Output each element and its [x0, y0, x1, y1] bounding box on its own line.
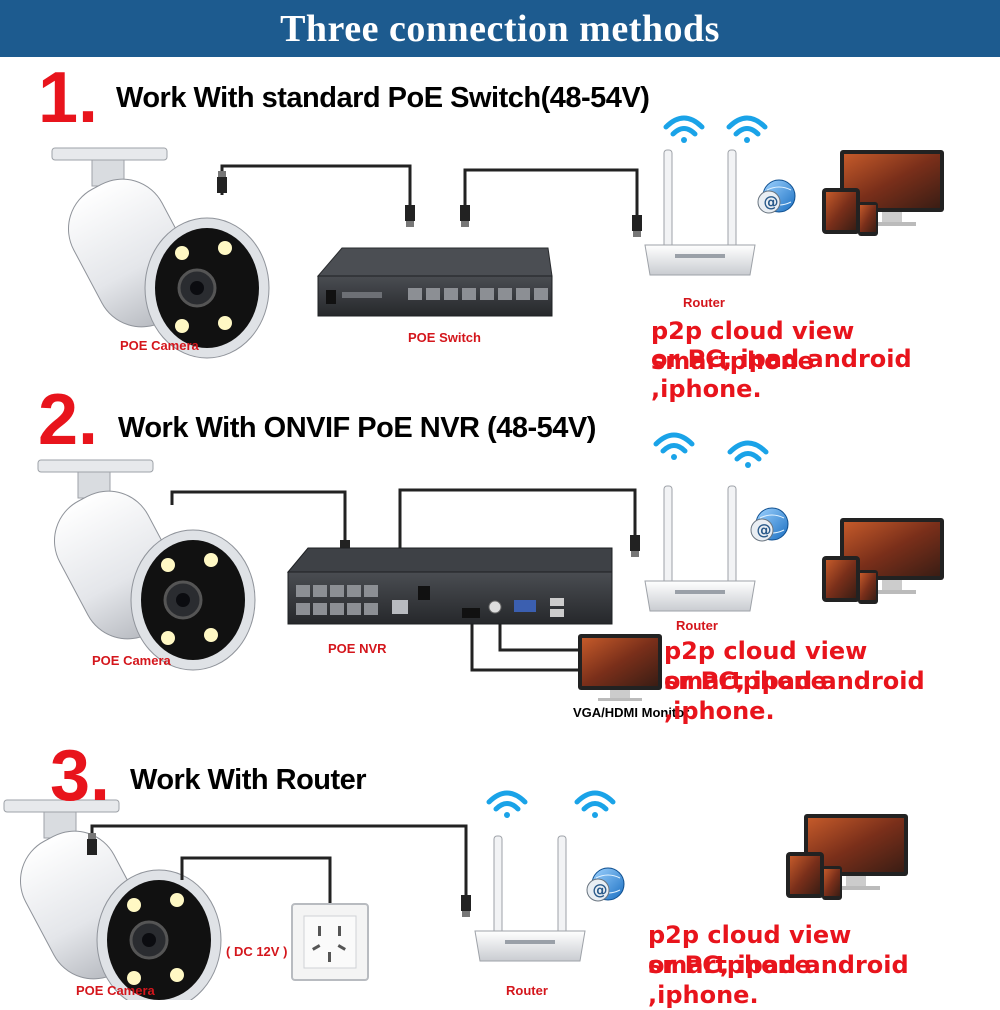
section1-p2p-line2: or PC, ipad android ,iphone.: [651, 344, 1000, 404]
section1-cables: [222, 166, 637, 220]
section2-router-label: Router: [676, 618, 718, 633]
section3-p2p-line2: or PC, ipad android ,iphone.: [648, 950, 1000, 1010]
section3-router-label: Router: [506, 983, 548, 998]
section3-dc-label: ( DC 12V ): [226, 944, 287, 959]
poe-nvr-device: [288, 548, 612, 624]
section2-p2p-line2: or PC, ipad android ,iphone.: [664, 666, 1000, 726]
section1-number: 1.: [38, 62, 98, 134]
section1-camera: [52, 148, 269, 358]
section2-number: 2.: [38, 384, 98, 456]
section2-nvr-label: POE NVR: [328, 641, 387, 656]
section1-router-label: Router: [683, 295, 725, 310]
section3-number: 3.: [50, 740, 110, 812]
section1-title: Work With standard PoE Switch(48-54V): [116, 82, 649, 114]
vga-hdmi-monitor: [578, 634, 662, 701]
poe-switch-device: [318, 248, 552, 316]
section3-title: Work With Router: [130, 764, 366, 796]
section1-switch-label: POE Switch: [408, 330, 481, 345]
section2-title: Work With ONVIF PoE NVR (48-54V): [118, 412, 596, 444]
section1-camera-label: POE Camera: [120, 338, 199, 353]
power-socket: [292, 904, 368, 980]
section3-camera-label: POE Camera: [76, 983, 155, 998]
section2-camera-label: POE Camera: [92, 653, 171, 668]
